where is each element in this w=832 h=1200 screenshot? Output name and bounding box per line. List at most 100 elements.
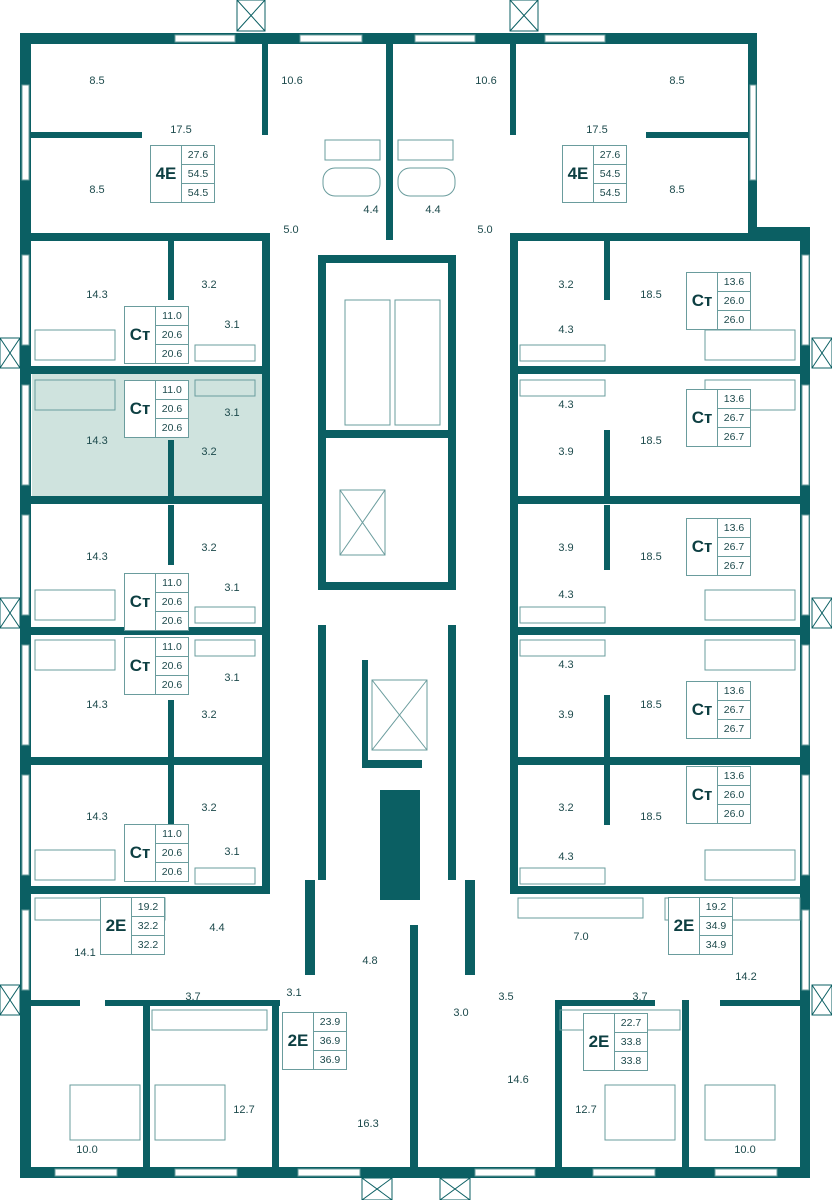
room-area: 3.2 — [558, 279, 574, 291]
room-area: 14.2 — [735, 971, 757, 983]
living-area: 13.6 — [718, 390, 750, 409]
apartment-type: Ст — [687, 767, 718, 823]
total-area: 54.5 — [594, 165, 626, 184]
room-area: 3.1 — [224, 672, 240, 684]
apartment-badge[interactable]: Ст 13.6 26.7 26.7 — [686, 681, 751, 739]
room-area: 4.8 — [362, 955, 378, 967]
total-area: 26.7 — [718, 409, 750, 428]
room-area: 3.2 — [201, 446, 217, 458]
living-area: 27.6 — [594, 146, 626, 165]
windows — [21, 34, 810, 1177]
room-area: 3.1 — [224, 407, 240, 419]
room-area: 3.1 — [224, 319, 240, 331]
total-area: 34.9 — [700, 917, 732, 936]
apartment-badge[interactable]: 4Е 27.6 54.5 54.5 — [150, 145, 215, 203]
room-area: 17.5 — [170, 124, 192, 136]
total-area-with-balcony: 20.6 — [161, 615, 183, 627]
living-area: 23.9 — [314, 1013, 346, 1032]
room-area: 14.3 — [86, 811, 108, 823]
apartment-badge[interactable]: Ст 11.0 20.6 20.6 — [124, 573, 189, 631]
room-area: 4.3 — [558, 324, 574, 336]
room-area: 12.7 — [233, 1104, 255, 1116]
room-area: 4.3 — [558, 399, 574, 411]
room-area: 14.3 — [86, 289, 108, 301]
total-area: 36.9 — [314, 1032, 346, 1051]
room-area: 3.0 — [453, 1007, 469, 1019]
total-area-with-balcony: 26.0 — [723, 808, 745, 820]
apartment-badge[interactable]: 2Е 22.7 33.8 33.8 — [583, 1013, 648, 1071]
room-area: 10.0 — [734, 1144, 756, 1156]
total-area-with-balcony: 20.6 — [161, 348, 183, 360]
apartment-badge[interactable]: Ст 13.6 26.7 26.7 — [686, 518, 751, 576]
total-area: 20.6 — [156, 593, 188, 612]
room-area: 3.2 — [201, 709, 217, 721]
room-area: 3.2 — [201, 542, 217, 554]
living-area: 19.2 — [132, 898, 164, 917]
apartment-badge[interactable]: Ст 11.0 20.6 20.6 — [124, 824, 189, 882]
apartment-type: Ст — [125, 381, 156, 437]
room-area: 3.1 — [224, 846, 240, 858]
room-area: 14.3 — [86, 435, 108, 447]
total-area: 32.2 — [132, 917, 164, 936]
room-area: 10.6 — [475, 75, 497, 87]
total-area: 20.6 — [156, 657, 188, 676]
apartment-badge[interactable]: 2Е 19.2 34.9 34.9 — [668, 897, 733, 955]
apartment-type: 4Е — [563, 146, 594, 202]
room-area: 3.2 — [201, 279, 217, 291]
room-area: 14.3 — [86, 699, 108, 711]
living-area: 19.2 — [700, 898, 732, 917]
room-area: 14.1 — [74, 947, 96, 959]
room-area: 3.2 — [558, 802, 574, 814]
room-area: 3.5 — [498, 991, 514, 1003]
apartment-type: Ст — [687, 273, 718, 329]
apartment-type: 2Е — [283, 1013, 314, 1069]
apartment-badge[interactable]: Ст 11.0 20.6 20.6 — [124, 380, 189, 438]
room-area: 10.6 — [281, 75, 303, 87]
room-area: 12.7 — [575, 1104, 597, 1116]
room-area: 3.2 — [201, 802, 217, 814]
apartment-badge[interactable]: Ст 11.0 20.6 20.6 — [124, 637, 189, 695]
apartment-badge[interactable]: Ст 13.6 26.0 26.0 — [686, 272, 751, 330]
living-area: 11.0 — [156, 381, 188, 400]
room-area: 4.3 — [558, 589, 574, 601]
apartment-badge[interactable]: Ст 13.6 26.7 26.7 — [686, 389, 751, 447]
apartment-type: Ст — [687, 519, 718, 575]
apartment-badge[interactable]: Ст 13.6 26.0 26.0 — [686, 766, 751, 824]
total-area: 26.0 — [718, 786, 750, 805]
apartment-type: Ст — [125, 307, 156, 363]
total-area: 20.6 — [156, 326, 188, 345]
room-area: 8.5 — [89, 75, 105, 87]
total-area: 33.8 — [615, 1033, 647, 1052]
room-area: 5.0 — [283, 224, 299, 236]
room-area: 4.4 — [425, 204, 441, 216]
room-area: 8.5 — [669, 184, 685, 196]
living-area: 13.6 — [718, 767, 750, 786]
apartment-badge[interactable]: 2Е 23.9 36.9 36.9 — [282, 1012, 347, 1070]
total-area: 54.5 — [182, 165, 214, 184]
total-area: 26.7 — [718, 701, 750, 720]
room-area: 18.5 — [640, 289, 662, 301]
apartment-badge[interactable]: 4Е 27.6 54.5 54.5 — [562, 145, 627, 203]
total-area: 20.6 — [156, 844, 188, 863]
living-area: 13.6 — [718, 682, 750, 701]
total-area-with-balcony: 26.7 — [723, 560, 745, 572]
living-area: 11.0 — [156, 638, 188, 657]
total-area-with-balcony: 26.0 — [723, 314, 745, 326]
total-area: 26.7 — [718, 538, 750, 557]
apartment-type: Ст — [125, 638, 156, 694]
total-area-with-balcony: 54.5 — [599, 187, 621, 199]
room-area: 7.0 — [573, 931, 589, 943]
total-area-with-balcony: 34.9 — [705, 939, 727, 951]
apartment-type: Ст — [125, 825, 156, 881]
living-area: 13.6 — [718, 273, 750, 292]
apartment-badge[interactable]: 2Е 19.2 32.2 32.2 — [100, 897, 165, 955]
total-area-with-balcony: 32.2 — [137, 939, 159, 951]
room-area: 4.3 — [558, 851, 574, 863]
apartment-badge[interactable]: Ст 11.0 20.6 20.6 — [124, 306, 189, 364]
room-area: 3.9 — [558, 542, 574, 554]
room-area: 18.5 — [640, 435, 662, 447]
apartment-type: Ст — [687, 390, 718, 446]
